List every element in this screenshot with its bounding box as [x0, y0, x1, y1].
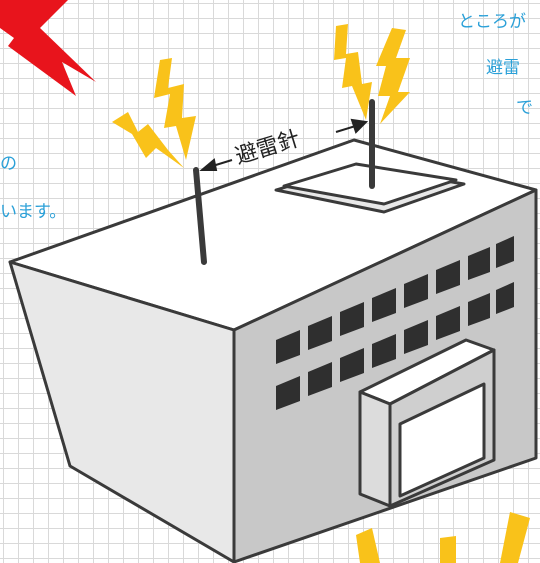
caption-left-line1: の — [0, 154, 17, 174]
caption-right-line1: ところが — [458, 12, 526, 32]
caption-right-line3: で — [516, 98, 533, 118]
lightning-bolt-icon — [356, 528, 380, 563]
lightning-bolt-icon — [112, 112, 184, 168]
lightning-bolt-icon — [376, 28, 410, 124]
lightning-rod-left — [193, 167, 207, 265]
window-row-upper — [276, 236, 514, 364]
lightning-bolt-icon — [154, 58, 196, 160]
lightning-bolt-icon — [500, 512, 530, 563]
entrance — [358, 338, 496, 508]
window-row-lower — [276, 282, 514, 410]
lightning-bolt-icon — [334, 24, 372, 120]
lightning-bolt-icon — [440, 536, 456, 563]
caption-right-line2: 避雷 — [486, 58, 520, 78]
red-lightning-bolt-icon — [0, 0, 96, 96]
caption-left-line2: います。 — [0, 202, 67, 222]
